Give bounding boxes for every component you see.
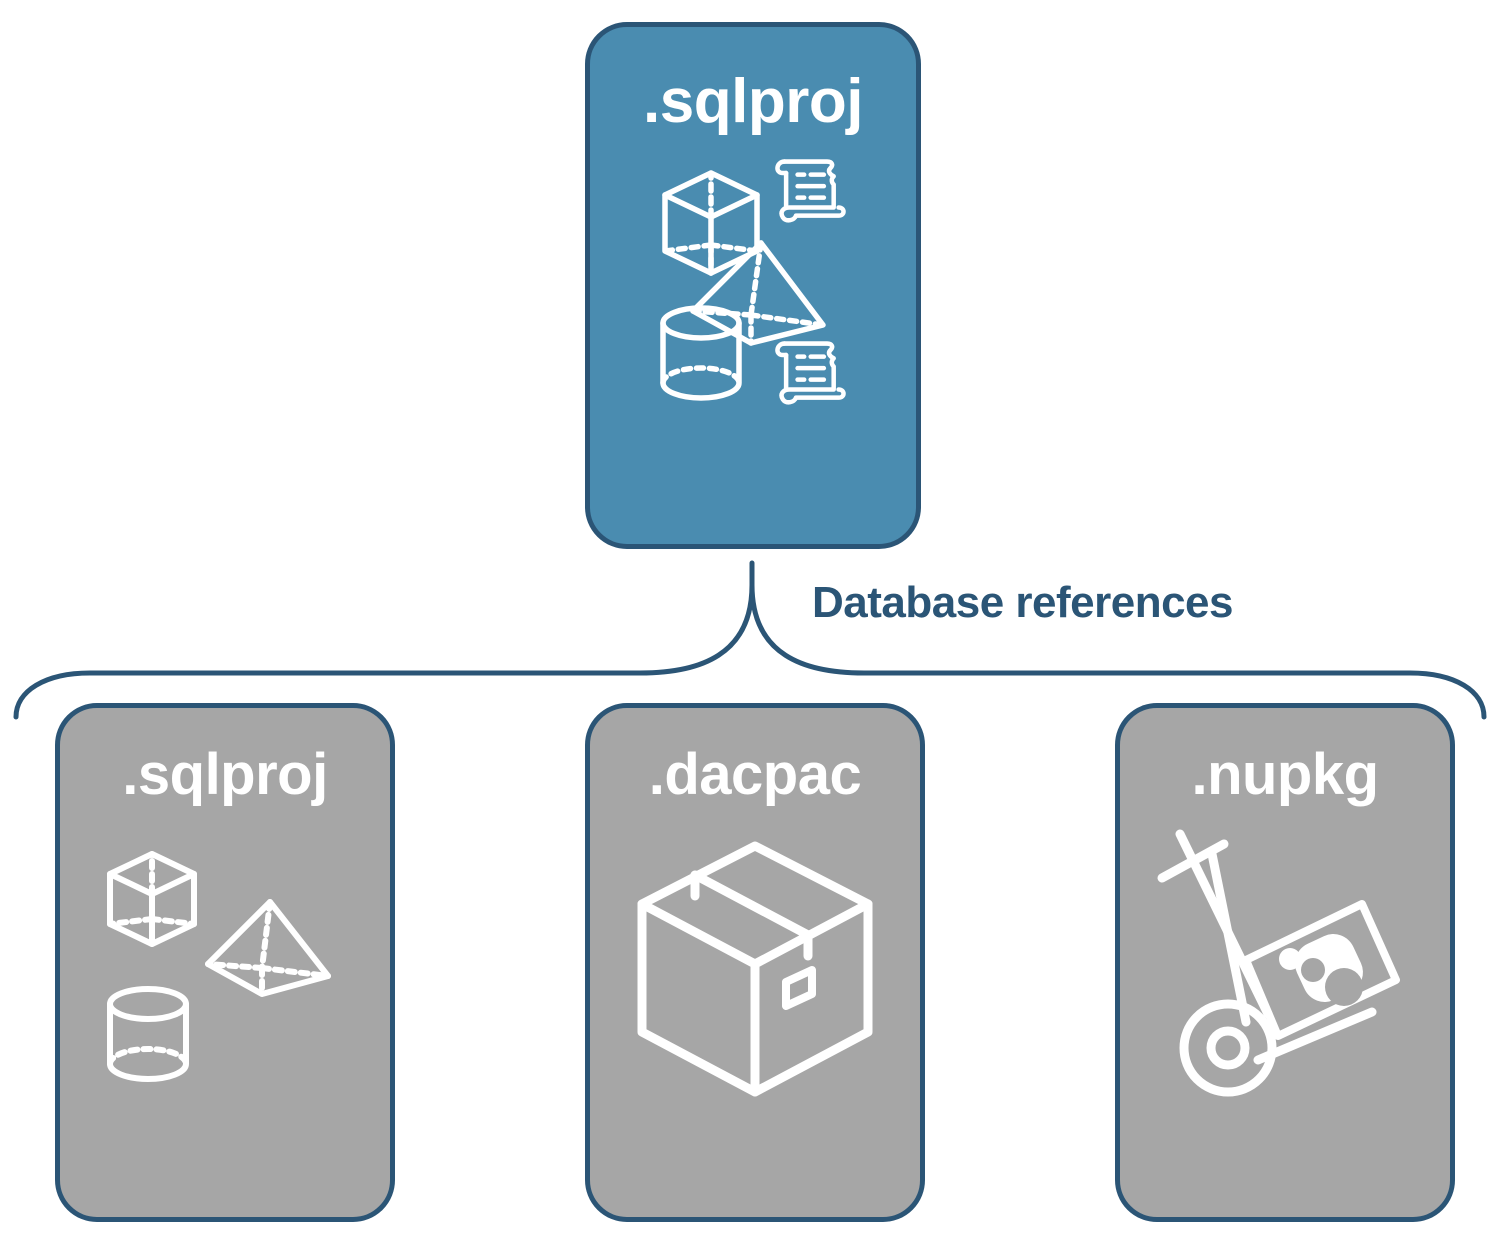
hand-truck-package-icon (1150, 824, 1420, 1114)
brace-label: Database references (812, 578, 1233, 627)
node-sqlproj-root[interactable]: .sqlproj (585, 22, 921, 549)
shipping-box-icon (620, 824, 890, 1114)
database-objects-icon-group (653, 155, 853, 425)
node-sqlproj-child-label: .sqlproj (122, 742, 328, 807)
cylinder-wireframe-icon (660, 305, 742, 401)
database-objects-icon-group (90, 824, 360, 1114)
node-nupkg[interactable]: .nupkg (1115, 703, 1455, 1222)
brace-connector (13, 560, 1487, 720)
node-sqlproj-root-label: .sqlproj (643, 67, 863, 136)
pyramid-wireframe-icon (205, 899, 331, 997)
node-nupkg-label: .nupkg (1191, 742, 1379, 807)
scroll-icon (775, 341, 846, 405)
cube-wireframe-icon (662, 170, 760, 276)
node-dacpac[interactable]: .dacpac (585, 703, 925, 1222)
scroll-icon (775, 159, 846, 223)
cylinder-wireframe-icon (107, 986, 189, 1082)
node-sqlproj-child[interactable]: .sqlproj (55, 703, 395, 1222)
cube-wireframe-icon (107, 851, 197, 947)
node-dacpac-label: .dacpac (648, 742, 862, 807)
